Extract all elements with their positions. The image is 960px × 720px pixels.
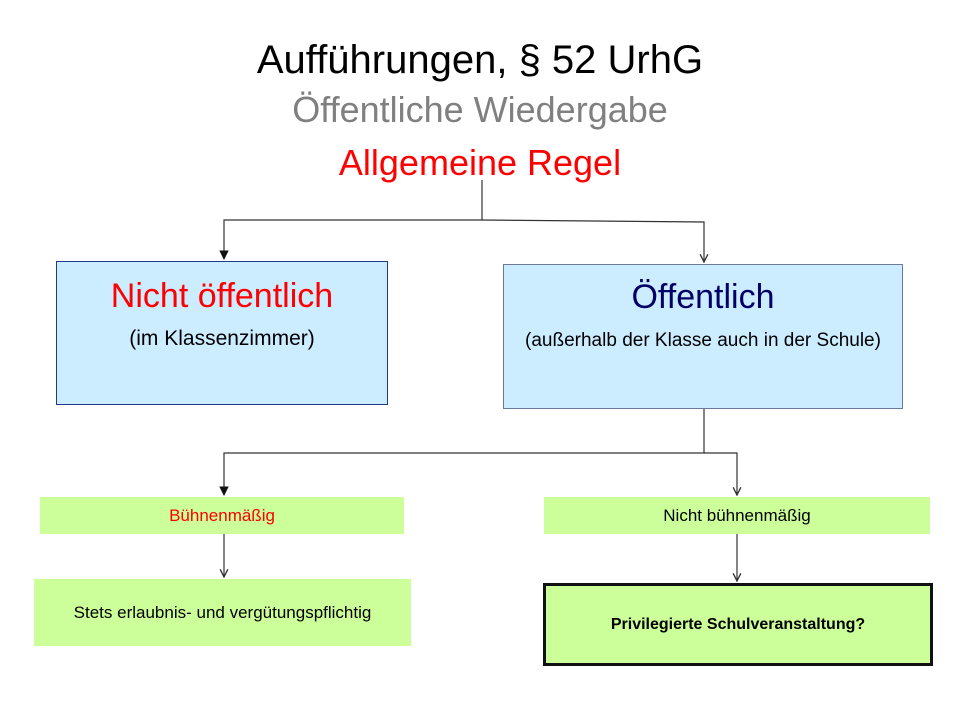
node-buehnenmaessig: Bühnenmäßig: [40, 497, 404, 534]
slide-title: Aufführungen, § 52 UrhG Öffentliche Wied…: [0, 34, 960, 192]
node-nicht-buehnenmaessig: Nicht bühnenmäßig: [544, 497, 930, 534]
node-buehnenmaessig-label: Bühnenmäßig: [169, 505, 275, 525]
node-oeffentlich-heading: Öffentlich: [631, 278, 775, 316]
title-subtitle: Öffentliche Wiedergabe: [292, 89, 668, 130]
connector-title-to-nicht-oeffentlich: [219, 180, 483, 260]
node-nicht-oeffentlich-heading: Nicht öffentlich: [110, 277, 334, 315]
connector-title-to-oeffentlich: [481, 219, 704, 262]
node-stets-pflichtig: Stets erlaubnis- und vergütungspflichtig: [34, 579, 411, 646]
node-nicht-oeffentlich-detail: (im Klassenzimmer): [129, 327, 315, 350]
title-main: Aufführungen, § 52 UrhG: [256, 38, 704, 82]
node-nicht-oeffentlich: Nicht öffentlich (im Klassenzimmer): [56, 261, 388, 405]
node-oeffentlich-detail: (außerhalb der Klasse auch in der Schule…: [525, 330, 881, 351]
connector-oeffentlich-to-nicht-buehnenmaessig: [704, 452, 737, 495]
node-nicht-buehnenmaessig-label: Nicht bühnenmäßig: [663, 505, 811, 525]
node-privilegierte-schulveranstaltung-label: Privilegierte Schulveranstaltung?: [610, 615, 866, 633]
connector-oeffentlich-to-buehnenmaessig: [219, 409, 705, 496]
title-rule: Allgemeine Regel: [338, 142, 622, 183]
node-stets-pflichtig-label: Stets erlaubnis- und vergütungspflichtig: [73, 603, 372, 622]
node-privilegierte-schulveranstaltung: Privilegierte Schulveranstaltung?: [543, 583, 933, 666]
node-oeffentlich: Öffentlich (außerhalb der Klasse auch in…: [503, 264, 903, 409]
